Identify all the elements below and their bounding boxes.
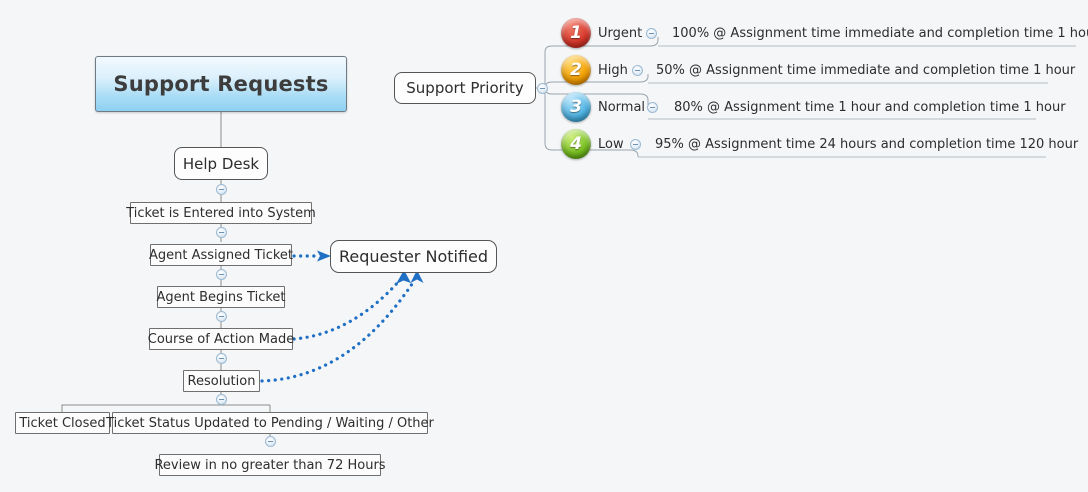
priority-badge-3-icon: 3 bbox=[561, 92, 591, 122]
node-agent-assigned[interactable]: Agent Assigned Ticket bbox=[149, 244, 293, 266]
priority-label-urgent: Urgent bbox=[598, 25, 643, 41]
collapse-handle-low[interactable] bbox=[630, 139, 641, 150]
node-help-desk-label: Help Desk bbox=[182, 154, 260, 173]
collapse-handle-agent-begins[interactable] bbox=[216, 311, 227, 322]
root-node-label: Support Requests bbox=[113, 72, 329, 96]
priority-row-high[interactable]: 2 High bbox=[561, 53, 628, 87]
collapse-handle-high[interactable] bbox=[632, 65, 643, 76]
node-help-desk[interactable]: Help Desk bbox=[174, 147, 268, 180]
collapse-handle-support-priority[interactable] bbox=[537, 83, 548, 94]
root-node-support-requests[interactable]: Support Requests bbox=[95, 56, 347, 112]
collapse-handle-status-updated[interactable] bbox=[265, 436, 276, 447]
priority-desc-urgent: 100% @ Assignment time immediate and com… bbox=[672, 25, 1088, 41]
node-resolution-label: Resolution bbox=[187, 373, 256, 389]
collapse-handle-normal[interactable] bbox=[647, 102, 658, 113]
collapse-handle-ticket-entered[interactable] bbox=[216, 227, 227, 238]
node-requester-notified-label: Requester Notified bbox=[338, 247, 489, 266]
node-course-of-action[interactable]: Course of Action Made bbox=[147, 328, 295, 350]
priority-label-low: Low bbox=[598, 136, 624, 152]
node-status-updated[interactable]: Ticket Status Updated to Pending / Waiti… bbox=[106, 412, 434, 434]
node-ticket-closed-label: Ticket Closed bbox=[19, 415, 106, 431]
priority-desc-low: 95% @ Assignment time 24 hours and compl… bbox=[655, 136, 1079, 152]
node-ticket-entered-label: Ticket is Entered into System bbox=[126, 205, 316, 221]
node-status-updated-label: Ticket Status Updated to Pending / Waiti… bbox=[106, 415, 434, 431]
node-support-priority-label: Support Priority bbox=[406, 79, 524, 97]
priority-label-normal: Normal bbox=[598, 99, 646, 115]
node-review-72-hours-label: Review in no greater than 72 Hours bbox=[154, 457, 386, 473]
node-resolution[interactable]: Resolution bbox=[183, 370, 260, 392]
priority-desc-high: 50% @ Assignment time immediate and comp… bbox=[656, 62, 1076, 78]
relationship-arrows bbox=[260, 254, 416, 383]
priority-badge-1-icon: 1 bbox=[561, 18, 591, 48]
priority-desc-normal: 80% @ Assignment time 1 hour and complet… bbox=[674, 99, 1066, 115]
priority-row-normal[interactable]: 3 Normal bbox=[561, 90, 645, 124]
node-review-72-hours[interactable]: Review in no greater than 72 Hours bbox=[154, 454, 386, 476]
collapse-handle-agent-assigned[interactable] bbox=[216, 269, 227, 280]
priority-row-urgent[interactable]: 1 Urgent bbox=[561, 16, 642, 50]
priority-row-low[interactable]: 4 Low bbox=[561, 127, 624, 161]
node-ticket-closed[interactable]: Ticket Closed bbox=[15, 412, 110, 434]
node-requester-notified[interactable]: Requester Notified bbox=[330, 240, 497, 273]
collapse-handle-help-desk[interactable] bbox=[216, 184, 227, 195]
node-agent-begins[interactable]: Agent Begins Ticket bbox=[156, 286, 286, 308]
collapse-handle-resolution[interactable] bbox=[216, 394, 227, 405]
node-agent-assigned-label: Agent Assigned Ticket bbox=[149, 247, 293, 263]
node-course-of-action-label: Course of Action Made bbox=[147, 331, 295, 347]
node-ticket-entered[interactable]: Ticket is Entered into System bbox=[126, 202, 316, 224]
collapse-handle-course-of-action[interactable] bbox=[216, 353, 227, 364]
priority-badge-4-icon: 4 bbox=[561, 129, 591, 159]
node-support-priority[interactable]: Support Priority bbox=[394, 72, 536, 104]
priority-label-high: High bbox=[598, 62, 628, 78]
node-agent-begins-label: Agent Begins Ticket bbox=[156, 289, 286, 305]
priority-badge-2-icon: 2 bbox=[561, 55, 591, 85]
collapse-handle-urgent[interactable] bbox=[646, 28, 657, 39]
